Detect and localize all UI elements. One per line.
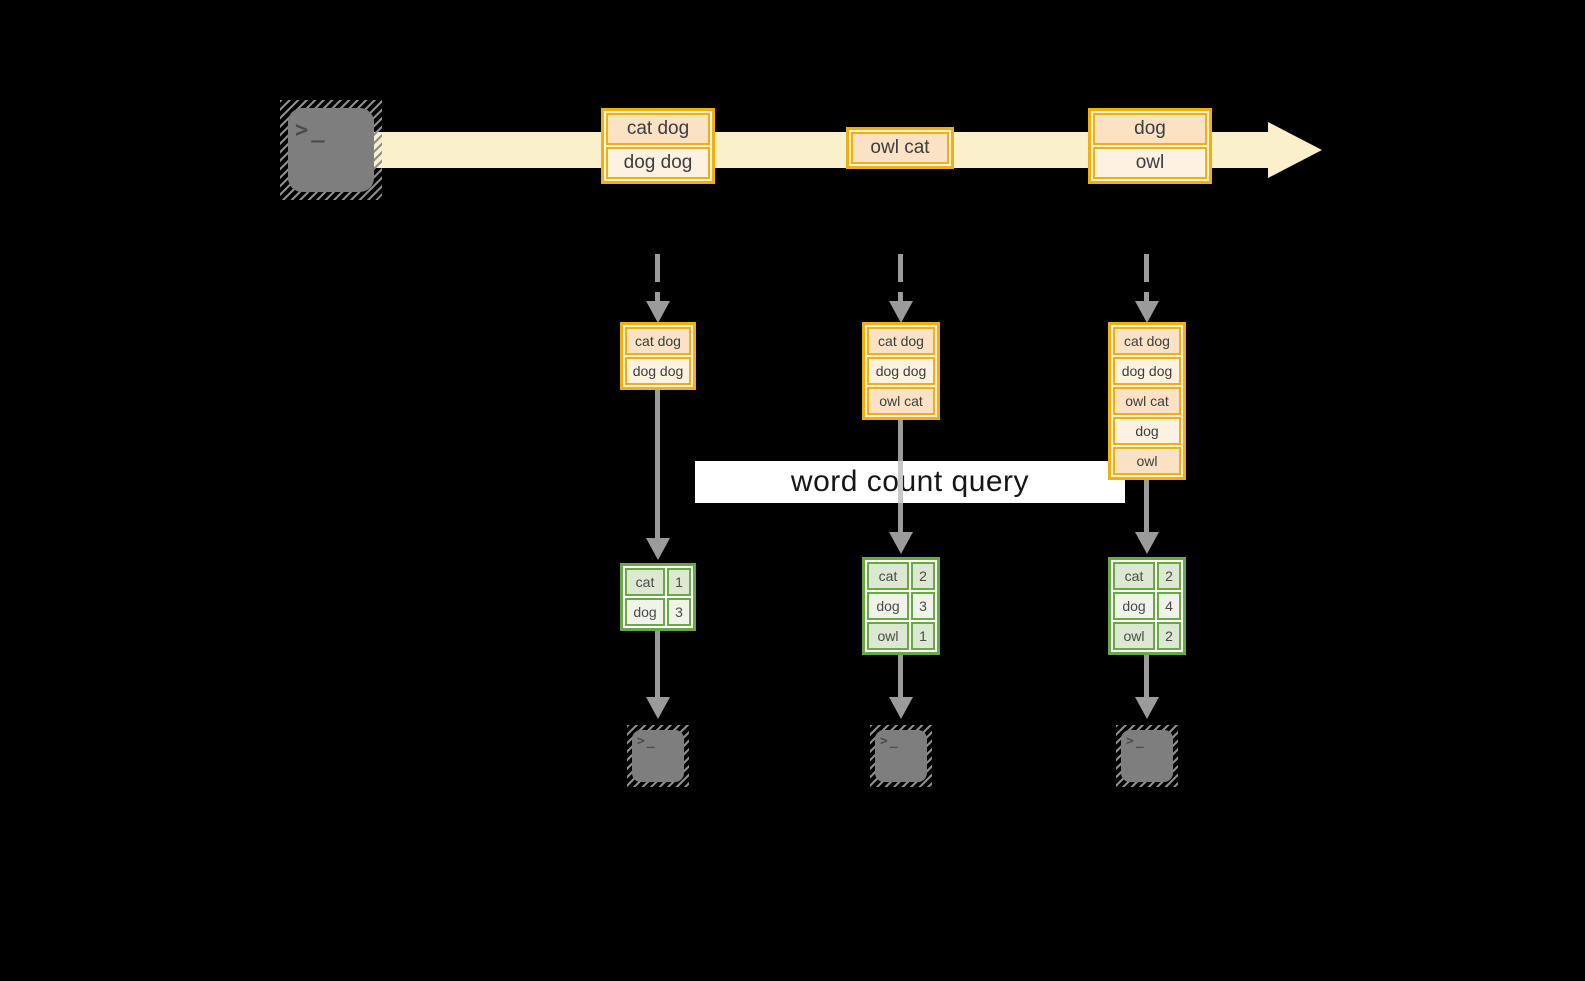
connector <box>655 390 660 538</box>
stream-record: owl <box>1093 147 1207 179</box>
count-value: 1 <box>667 568 691 596</box>
count-word: dog <box>1113 592 1155 620</box>
count-table-3: cat 2 dog 4 owl 2 <box>1108 557 1186 655</box>
input-record: dog dog <box>625 357 691 385</box>
count-row: dog 4 <box>1113 592 1181 620</box>
input-record: owl <box>1113 447 1181 475</box>
dashed-connector <box>655 254 660 282</box>
terminal-prompt-icon: >_ <box>1126 734 1146 749</box>
count-row: owl 2 <box>1113 622 1181 650</box>
source-terminal-icon: >_ <box>280 100 382 200</box>
count-value: 4 <box>1157 592 1181 620</box>
terminal-prompt-icon: >_ <box>880 734 900 749</box>
stream-arrowhead-icon <box>1268 122 1322 178</box>
terminal-screen <box>632 730 684 782</box>
input-record: cat dog <box>625 327 691 355</box>
arrowhead-down-icon <box>646 538 670 560</box>
count-row: cat 1 <box>625 568 691 596</box>
count-row: cat 2 <box>867 562 935 590</box>
count-row: dog 3 <box>625 598 691 626</box>
input-stack-2: cat dog dog dog owl cat <box>862 322 940 420</box>
count-word: dog <box>867 592 909 620</box>
count-word: cat <box>1113 562 1155 590</box>
count-value: 2 <box>911 562 935 590</box>
count-value: 3 <box>667 598 691 626</box>
arrowhead-down-icon <box>889 532 913 554</box>
count-value: 1 <box>911 622 935 650</box>
count-table-1: cat 1 dog 3 <box>620 563 696 631</box>
arrowhead-down-icon <box>1135 301 1159 323</box>
input-record: owl cat <box>1113 387 1181 415</box>
connector <box>655 631 660 697</box>
stream-record: dog dog <box>606 147 710 179</box>
terminal-prompt-icon: >_ <box>637 734 657 749</box>
arrowhead-down-icon <box>889 301 913 323</box>
query-label: word count query <box>790 465 1030 498</box>
count-row: cat 2 <box>1113 562 1181 590</box>
count-row: owl 1 <box>867 622 935 650</box>
connector <box>1144 655 1149 697</box>
arrowhead-down-icon <box>1135 532 1159 554</box>
connector-over-band <box>898 461 903 503</box>
count-word: owl <box>1113 622 1155 650</box>
dashed-connector <box>655 292 660 302</box>
dashed-connector <box>1144 292 1149 302</box>
connector <box>898 655 903 697</box>
stream-record: cat dog <box>606 113 710 145</box>
stream-record: owl cat <box>851 132 949 164</box>
count-word: dog <box>625 598 665 626</box>
input-record: dog dog <box>867 357 935 385</box>
sink-terminal-icon-3: >_ <box>1116 725 1178 787</box>
input-record: owl cat <box>867 387 935 415</box>
input-record: cat dog <box>867 327 935 355</box>
arrowhead-down-icon <box>1135 697 1159 719</box>
count-row: dog 3 <box>867 592 935 620</box>
count-word: cat <box>625 568 665 596</box>
connector <box>1144 480 1149 532</box>
input-record: cat dog <box>1113 327 1181 355</box>
input-stack-1: cat dog dog dog <box>620 322 696 390</box>
input-record: dog dog <box>1113 357 1181 385</box>
sink-terminal-icon-1: >_ <box>627 725 689 787</box>
terminal-prompt-icon: >_ <box>295 118 328 143</box>
input-record: dog <box>1113 417 1181 445</box>
sink-terminal-icon-2: >_ <box>870 725 932 787</box>
dashed-connector <box>898 292 903 302</box>
count-word: owl <box>867 622 909 650</box>
stream-batch-1: cat dog dog dog <box>601 108 715 184</box>
terminal-screen <box>288 108 374 192</box>
terminal-screen <box>1121 730 1173 782</box>
stream-record: dog <box>1093 113 1207 145</box>
count-value: 3 <box>911 592 935 620</box>
query-label-band: word count query <box>695 461 1125 503</box>
arrowhead-down-icon <box>889 697 913 719</box>
count-value: 2 <box>1157 562 1181 590</box>
dashed-connector <box>1144 254 1149 282</box>
arrowhead-down-icon <box>646 697 670 719</box>
count-table-2: cat 2 dog 3 owl 1 <box>862 557 940 655</box>
count-word: cat <box>867 562 909 590</box>
stream-batch-3: dog owl <box>1088 108 1212 184</box>
terminal-screen <box>875 730 927 782</box>
dashed-connector <box>898 254 903 282</box>
stream-batch-2: owl cat <box>846 127 954 169</box>
count-value: 2 <box>1157 622 1181 650</box>
arrowhead-down-icon <box>646 301 670 323</box>
input-stack-3: cat dog dog dog owl cat dog owl <box>1108 322 1186 480</box>
